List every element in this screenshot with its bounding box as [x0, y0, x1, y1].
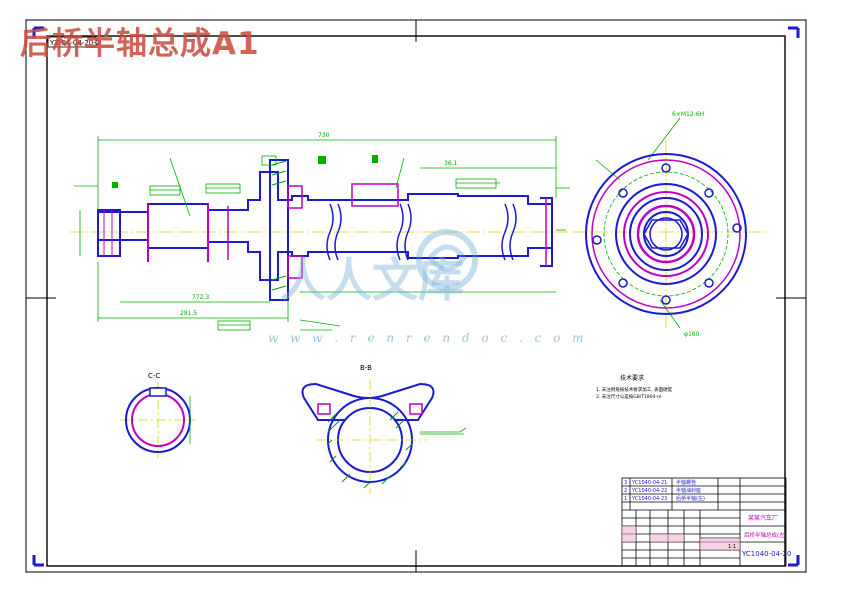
- section-b-label: B-B: [360, 364, 372, 372]
- drawing-number: YC1040-04-20: [741, 550, 791, 558]
- part-row-2-name: 半轴油封座: [676, 487, 701, 494]
- flange-od-label: φ160: [684, 331, 700, 338]
- part-row-1-code: YC1040-04-21: [631, 480, 667, 486]
- corner-mark-br: [788, 555, 800, 567]
- section-b-view: [301, 380, 467, 494]
- drawing-title: 后桥半轴总成A1: [20, 26, 260, 62]
- part-row-1-no: 3: [624, 480, 627, 486]
- watermark-brand: 人人文库: [280, 253, 464, 307]
- corner-mark-tr: [788, 26, 800, 38]
- tolerance-frames: [149, 155, 497, 331]
- tb-highlight-1: [622, 526, 636, 542]
- tb-highlight-3: [700, 538, 740, 550]
- flange-diameter-label: 6×M12-6H: [672, 111, 704, 118]
- part-row-3-code: YC1040-04-23: [631, 496, 667, 502]
- part-row-3-name: 后桥半轴(左): [676, 495, 705, 502]
- section-marker-c: [112, 182, 118, 188]
- length-dim-2: 281.5: [180, 310, 197, 317]
- notes-heading: 技术要求: [620, 374, 644, 382]
- watermark-url: w w w . r e n r e n d o c . c o m: [268, 331, 588, 345]
- part-name: 后桥半轴总成(左): [744, 531, 787, 539]
- length-dim-3: 36.1: [444, 160, 458, 167]
- overall-length-dim: 730: [318, 132, 330, 139]
- watermark-logo: [416, 229, 478, 291]
- code-box-text: YZ-04-04-20-2: [49, 39, 100, 47]
- part-row-2-code: YC1040-04-22: [631, 488, 667, 494]
- section-marker-a: [372, 155, 378, 163]
- section-marker-b: [318, 156, 326, 164]
- shaft-main-view: [70, 159, 570, 301]
- notes-item-1: 1. 未注倒角按技术要求加工, 表面硬度: [596, 386, 673, 393]
- company-name: 某某汽车厂: [748, 514, 778, 522]
- dimension-lines: [74, 136, 570, 331]
- corner-mark-bl: [32, 555, 44, 567]
- corner-mark-tl: [32, 26, 44, 38]
- part-row-2-no: 2: [624, 488, 627, 494]
- flange-end-view: [572, 140, 770, 328]
- part-row-1-name: 半轴螺栓: [676, 479, 696, 486]
- code-box: [47, 36, 97, 48]
- part-row-3-no: 1: [624, 496, 627, 502]
- scale-value: 1:1: [728, 544, 736, 550]
- section-c-label: C-C: [148, 372, 160, 380]
- section-c-view: [120, 382, 196, 458]
- parts-list: 3 YC1040-04-21 半轴螺栓 2 YC1040-04-22 半轴油封座…: [624, 479, 705, 502]
- tb-highlight-2: [650, 534, 684, 542]
- notes-item-2: 2. 未注尺寸公差按GB/T1804-m: [596, 393, 662, 400]
- length-dim-1: 772.3: [192, 294, 209, 301]
